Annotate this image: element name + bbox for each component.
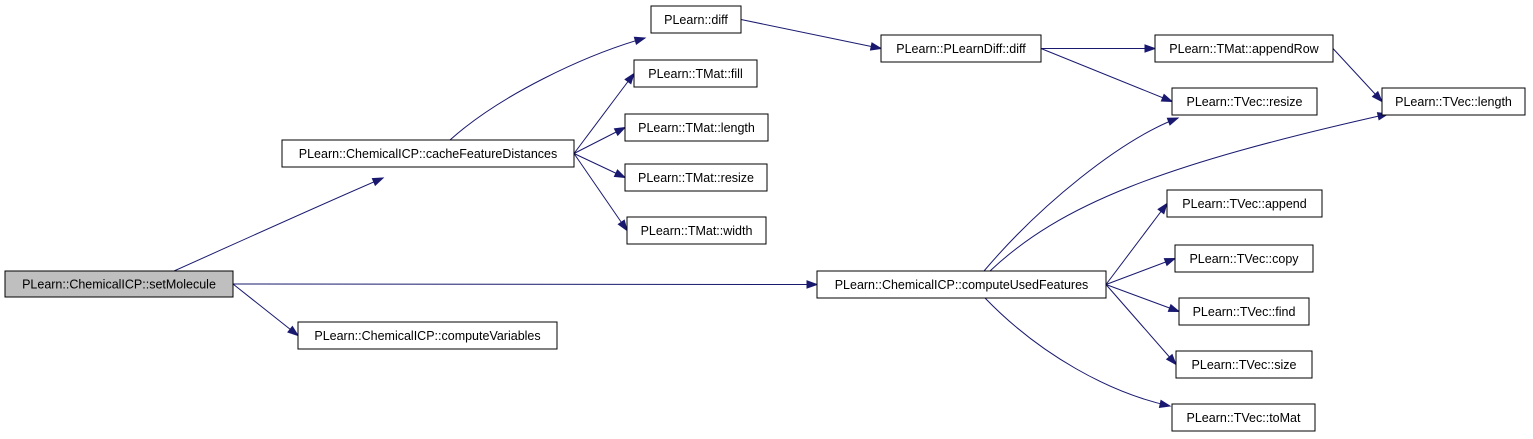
node-label: PLearn::TMat::width <box>641 224 753 238</box>
node-tmatWidth[interactable]: PLearn::TMat::width <box>626 216 767 245</box>
node-label: PLearn::ChemicalICP::computeVariables <box>314 329 540 343</box>
node-diff[interactable]: PLearn::diff <box>650 5 742 34</box>
arrowhead <box>1144 44 1157 53</box>
node-label: PLearn::TVec::size <box>1192 358 1297 372</box>
edge-computeUsedFeatures-to-tvecFind <box>1105 284 1181 313</box>
arrowhead <box>1165 353 1177 366</box>
edge-computeUsedFeatures-to-tvecSize <box>1105 284 1177 366</box>
node-label: PLearn::TMat::fill <box>648 67 742 81</box>
edge-plearnDiff-to-appendRow <box>1041 44 1157 53</box>
edge-setMolecule-to-computeUsedFeatures <box>232 280 819 289</box>
edge-computeUsedFeatures-to-tvecToMat <box>984 297 1172 408</box>
arrowhead <box>1166 117 1180 126</box>
arrowhead <box>1167 303 1181 313</box>
node-label: PLearn::ChemicalICP::setMolecule <box>22 278 216 292</box>
arrowhead <box>1371 90 1384 103</box>
edge-setMolecule-to-computeVariables <box>232 283 300 337</box>
edge-computeUsedFeatures-to-tvecAppend <box>1105 202 1168 285</box>
node-label: PLearn::TVec::append <box>1182 197 1306 211</box>
edge-computeUsedFeatures-to-tvecCopy <box>1105 257 1177 285</box>
node-label: PLearn::TVec::toMat <box>1187 411 1301 425</box>
node-label: PLearn::TVec::find <box>1193 305 1296 319</box>
node-label: PLearn::TVec::resize <box>1186 95 1302 109</box>
arrowhead <box>1158 399 1172 408</box>
edge-appendRow-to-tvecLength <box>1332 48 1384 103</box>
node-label: PLearn::diff <box>664 13 728 27</box>
node-tvecSize[interactable]: PLearn::TVec::size <box>1175 350 1313 379</box>
edge-setMolecule-to-cacheFeatureDistances <box>173 177 385 272</box>
node-appendRow[interactable]: PLearn::TMat::appendRow <box>1154 34 1334 63</box>
arrowhead <box>806 280 819 289</box>
node-tvecResize[interactable]: PLearn::TVec::resize <box>1171 87 1318 116</box>
node-label: PLearn::TMat::resize <box>638 171 754 185</box>
node-label: PLearn::TVec::copy <box>1189 252 1299 266</box>
arrowhead <box>1163 257 1177 267</box>
edge-computeUsedFeatures-to-tvecResize <box>983 117 1180 272</box>
node-label: PLearn::ChemicalICP::computeUsedFeatures <box>835 278 1089 292</box>
node-label: PLearn::TMat::appendRow <box>1169 42 1319 56</box>
arrowhead <box>869 42 883 51</box>
edge-plearnDiff-to-tvecResize <box>1040 48 1174 103</box>
arrowhead <box>1157 202 1168 215</box>
arrowhead <box>613 169 627 179</box>
node-cacheFeatureDistances[interactable]: PLearn::ChemicalICP::cacheFeatureDistanc… <box>281 139 575 168</box>
arrowhead <box>624 72 635 85</box>
node-label: PLearn::TMat::length <box>638 121 755 135</box>
call-nodes: PLearn::ChemicalICP::setMoleculePLearn::… <box>4 5 1526 432</box>
node-label: PLearn::TVec::length <box>1395 95 1512 109</box>
node-setMolecule[interactable]: PLearn::ChemicalICP::setMolecule <box>4 270 234 298</box>
node-computeUsedFeatures[interactable]: PLearn::ChemicalICP::computeUsedFeatures <box>816 270 1107 299</box>
edge-cacheFeatureDistances-to-tmatResize <box>573 153 627 179</box>
node-tvecCopy[interactable]: PLearn::TVec::copy <box>1174 244 1314 273</box>
arrowhead <box>613 126 627 137</box>
edge-diff-to-plearnDiff <box>740 19 883 51</box>
node-label: PLearn::PLearnDiff::diff <box>896 42 1026 56</box>
edge-cacheFeatureDistances-to-fill <box>573 72 635 154</box>
node-tvecLength[interactable]: PLearn::TVec::length <box>1381 87 1526 116</box>
arrowhead <box>1160 93 1174 103</box>
arrowhead <box>287 325 300 337</box>
call-edges <box>173 19 1390 408</box>
node-plearnDiff[interactable]: PLearn::PLearnDiff::diff <box>880 34 1042 63</box>
node-tmatLength[interactable]: PLearn::TMat::length <box>624 113 769 142</box>
arrowhead <box>633 36 647 46</box>
edge-cacheFeatureDistances-to-tmatWidth <box>573 153 628 232</box>
node-tvecFind[interactable]: PLearn::TVec::find <box>1178 297 1310 326</box>
edge-cacheFeatureDistances-to-tmatLength <box>573 126 627 154</box>
node-computeVariables[interactable]: PLearn::ChemicalICP::computeVariables <box>297 321 558 350</box>
edge-cacheFeatureDistances-to-diff <box>449 36 647 141</box>
node-label: PLearn::ChemicalICP::cacheFeatureDistanc… <box>299 147 557 161</box>
node-fill[interactable]: PLearn::TMat::fill <box>633 59 758 88</box>
node-tvecAppend[interactable]: PLearn::TVec::append <box>1166 189 1323 218</box>
node-tmatResize[interactable]: PLearn::TMat::resize <box>624 163 768 192</box>
node-tvecToMat[interactable]: PLearn::TVec::toMat <box>1171 403 1316 432</box>
arrowhead <box>371 177 385 187</box>
arrowhead <box>617 219 628 232</box>
